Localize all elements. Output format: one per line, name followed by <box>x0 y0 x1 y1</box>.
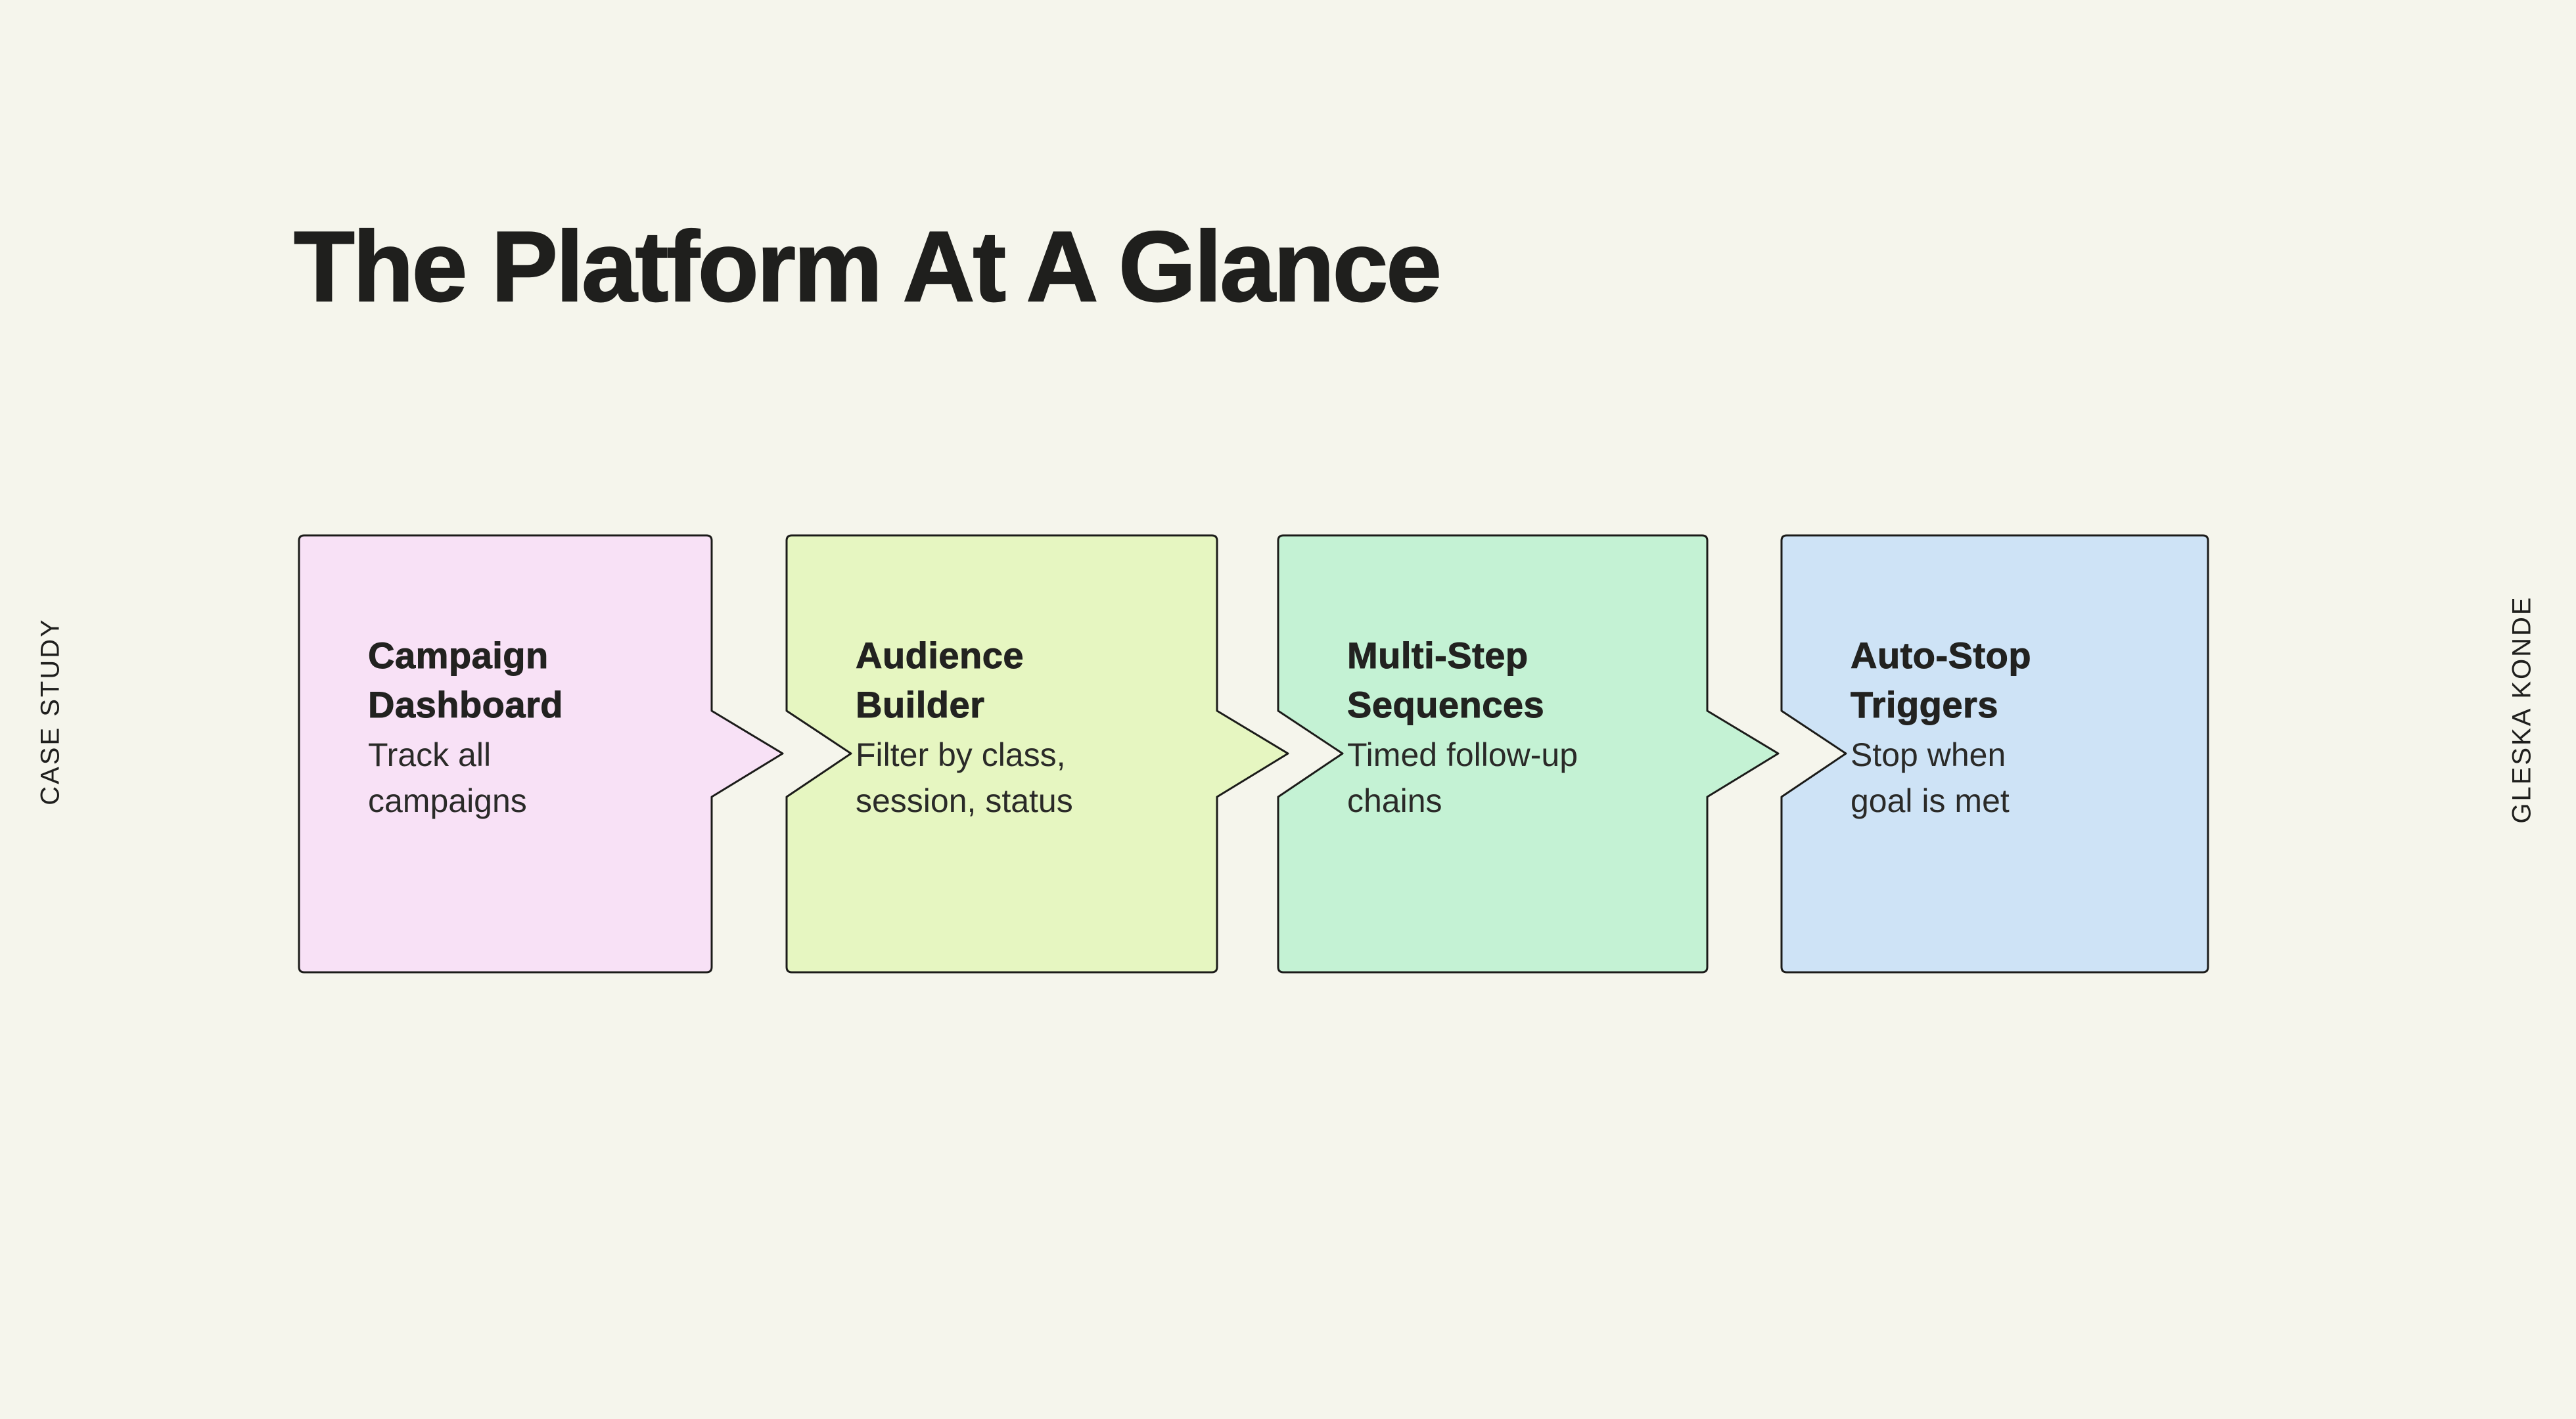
arrow-box-shape <box>1780 534 2209 974</box>
arrow-box-shape <box>1277 534 1780 974</box>
step-text: Campaign Dashboard Track all campaigns <box>368 631 699 824</box>
step-description: Filter by class, session, status <box>856 736 1073 819</box>
arrow-box-shape <box>785 534 1289 974</box>
step-shape-arrow-both <box>785 534 1289 974</box>
step-heading: Campaign Dashboard <box>368 635 564 726</box>
step-heading: Audience Builder <box>856 635 1024 726</box>
step-description: Timed follow-up chains <box>1347 736 1578 819</box>
side-label-author: GLESKA KONDE <box>2507 595 2537 824</box>
side-label-case-study: CASE STUDY <box>35 618 65 805</box>
step-shape-notch-left <box>1780 534 2209 974</box>
step-multi-step-sequences: Multi-Step Sequences Timed follow-up cha… <box>1277 534 1780 974</box>
step-description: Stop when goal is met <box>1851 736 2010 819</box>
step-auto-stop-triggers: Auto-Stop Triggers Stop when goal is met <box>1780 534 2209 974</box>
step-heading: Multi-Step Sequences <box>1347 635 1545 726</box>
step-shape-arrow-both <box>1277 534 1780 974</box>
step-audience-builder: Audience Builder Filter by class, sessio… <box>785 534 1289 974</box>
step-text: Auto-Stop Triggers Stop when goal is met <box>1851 631 2195 824</box>
page-title: The Platform At A Glance <box>293 210 1442 323</box>
step-heading: Auto-Stop Triggers <box>1851 635 2032 726</box>
step-text: Multi-Step Sequences Timed follow-up cha… <box>1347 631 1694 824</box>
step-campaign-dashboard: Campaign Dashboard Track all campaigns <box>298 534 784 974</box>
step-text: Audience Builder Filter by class, sessio… <box>856 631 1204 824</box>
step-shape-arrow-right <box>298 534 784 974</box>
arrow-box-shape <box>298 534 784 974</box>
step-description: Track all campaigns <box>368 736 527 819</box>
